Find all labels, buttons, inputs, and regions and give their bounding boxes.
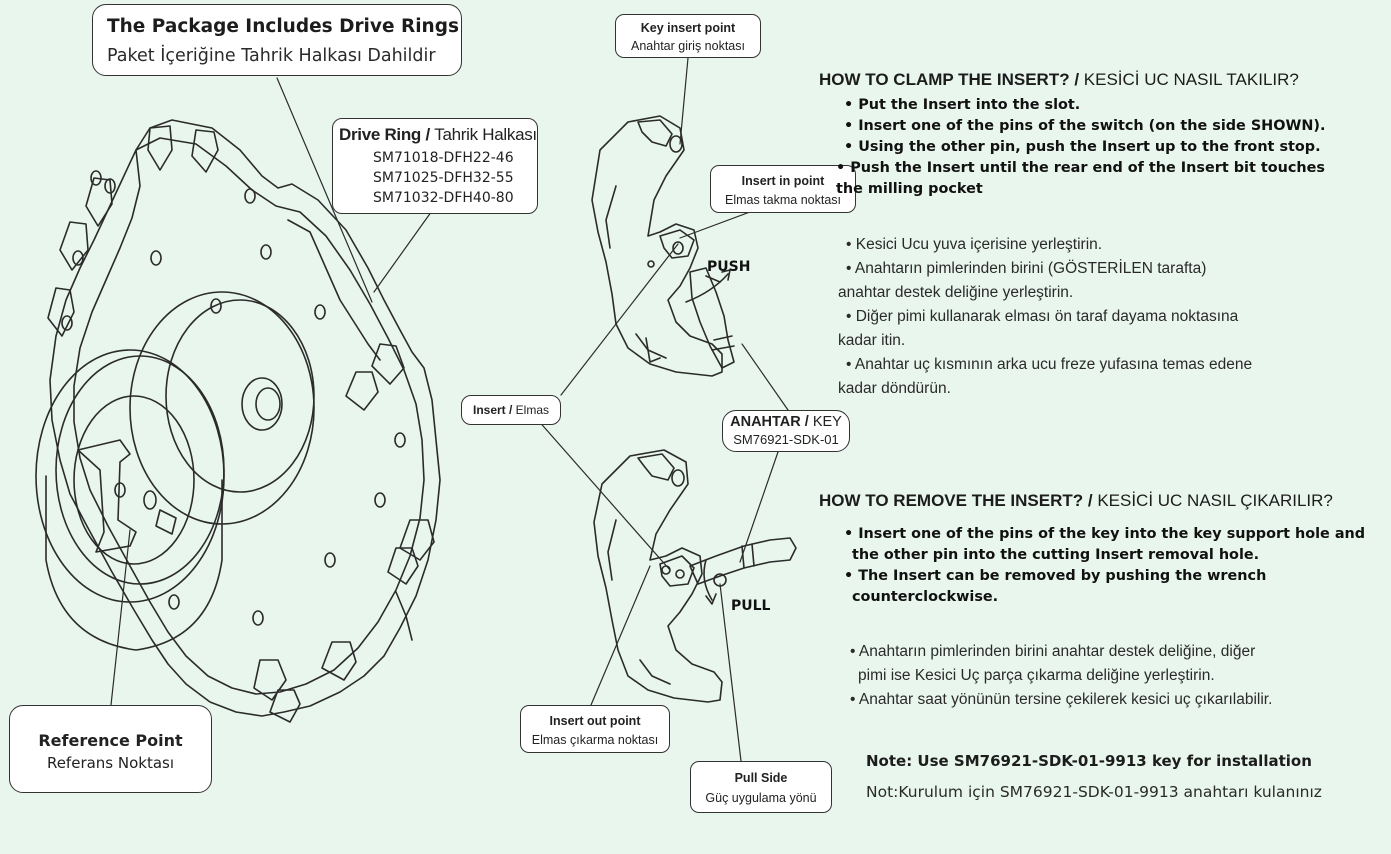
- clamp-step-en-5: the milling pocket: [836, 181, 983, 197]
- drive-ring-code-2: SM71025-DFH32-55: [373, 170, 514, 186]
- clamp-title-bold: HOW TO CLAMP THE INSERT? /: [819, 70, 1084, 89]
- clamp-step-en-1: • Put the Insert into the slot.: [844, 97, 1081, 113]
- key-insert-point-subtitle: Anahtar giriş noktası: [631, 39, 745, 53]
- clamp-title-light: KESİCİ UC NASIL TAKILIR?: [1083, 70, 1299, 89]
- clamp-step-tr-6: • Anahtar uç kısmının arka ucu freze yuf…: [846, 356, 1253, 373]
- clamp-step-tr-1: • Kesici Ucu yuva içerisine yerleştirin.: [846, 236, 1103, 253]
- drive-ring-code-1: SM71018-DFH22-46: [373, 150, 514, 166]
- pull-side-callout: Pull Side Güç uygulama yönü: [690, 761, 832, 813]
- note-tr: Not:Kurulum için SM76921-SDK-01-9913 ana…: [866, 783, 1322, 801]
- note-en: Note: Use SM76921-SDK-01-9913 key for in…: [866, 752, 1312, 770]
- insert-out-point-title: Insert out point: [549, 714, 641, 728]
- package-callout-subtitle: Paket İçeriğine Tahrik Halkası Dahildir: [107, 46, 436, 66]
- package-callout: The Package Includes Drive Rings Paket İ…: [92, 4, 462, 76]
- drive-ring-callout: Drive Ring / Tahrik Halkası SM71018-DFH2…: [332, 118, 538, 214]
- remove-title-bold: HOW TO REMOVE THE INSERT? /: [819, 491, 1098, 510]
- drive-ring-code-3: SM71032-DFH40-80: [373, 190, 514, 206]
- milling-cutter-drawing: [35, 119, 441, 723]
- reference-point-callout: Reference Point Referans Noktası: [9, 705, 212, 793]
- clamp-step-tr-5: kadar itin.: [838, 332, 906, 349]
- clamp-step-en-3: • Using the other pin, push the Insert u…: [844, 139, 1321, 155]
- insert-in-point-subtitle: Elmas takma noktası: [724, 193, 841, 207]
- key-label: ANAHTAR / KEY: [723, 414, 849, 430]
- leader-lines: [110, 57, 789, 762]
- clamp-step-tr-4: • Diğer pimi kullanarak elması ön taraf …: [846, 308, 1239, 325]
- insert-label-bold: Insert /: [472, 403, 516, 417]
- clamp-step-tr-3: anahtar destek deliğine yerleştirin.: [838, 284, 1074, 301]
- remove-step-tr-3: • Anahtar saat yönünün tersine çekilerek…: [850, 691, 1273, 708]
- key-label-light: KEY: [812, 414, 842, 430]
- reference-point-subtitle: Referans Noktası: [46, 754, 175, 772]
- insert-label-callout: Insert / Elmas: [461, 395, 561, 425]
- clamp-step-tr-7: kadar döndürün.: [838, 380, 951, 397]
- pull-side-title: Pull Side: [734, 771, 788, 785]
- remove-step-en-2: the other pin into the cutting Insert re…: [852, 547, 1260, 563]
- remove-step-tr-1: • Anahtarın pimlerinden birini anahtar d…: [850, 643, 1256, 660]
- insert-out-point-subtitle: Elmas çıkarma noktası: [531, 733, 659, 747]
- key-insert-point-title: Key insert point: [640, 21, 736, 35]
- remove-step-tr-2: pimi ise Kesici Uç parça çıkarma deliğin…: [858, 667, 1215, 684]
- push-label: PUSH: [707, 259, 751, 275]
- pull-side-subtitle: Güç uygulama yönü: [705, 791, 817, 805]
- drive-ring-title-bold: Drive Ring /: [339, 125, 435, 144]
- clamp-steps-en: • Put the Insert into the slot. • Insert…: [836, 95, 1326, 200]
- insert-in-point-callout: Insert in point Elmas takma noktası: [710, 165, 856, 213]
- remove-step-en-4: counterclockwise.: [852, 589, 999, 605]
- remove-title: HOW TO REMOVE THE INSERT? / KESİCİ UC NA…: [819, 491, 1333, 511]
- remove-step-en-3: • The Insert can be removed by pushing t…: [844, 568, 1267, 584]
- package-callout-title: The Package Includes Drive Rings: [107, 16, 459, 37]
- clamp-step-en-2: • Insert one of the pins of the switch (…: [844, 118, 1326, 134]
- key-label-bold: ANAHTAR /: [730, 414, 813, 430]
- clamp-step-en-4: • Push the Insert until the rear end of …: [836, 160, 1325, 176]
- key-label-code: SM76921-SDK-01: [733, 432, 839, 447]
- insert-in-point-title: Insert in point: [741, 174, 825, 188]
- remove-steps-en: • Insert one of the pins of the key into…: [844, 524, 1365, 608]
- drive-ring-title-light: Tahrik Halkası: [434, 125, 537, 144]
- key-label-callout: ANAHTAR / KEY SM76921-SDK-01: [722, 410, 850, 452]
- push-key-drawing: [591, 115, 735, 377]
- clamp-step-tr-2: • Anahtarın pimlerinden birini (GÖSTERİL…: [846, 260, 1207, 277]
- clamp-title: HOW TO CLAMP THE INSERT? / KESİCİ UC NAS…: [819, 70, 1299, 90]
- clamp-steps-tr: • Kesici Ucu yuva içerisine yerleştirin.…: [838, 233, 1253, 401]
- key-insert-point-callout: Key insert point Anahtar giriş noktası: [615, 14, 761, 58]
- insert-out-point-callout: Insert out point Elmas çıkarma noktası: [520, 705, 670, 753]
- remove-steps-tr: • Anahtarın pimlerinden birini anahtar d…: [850, 640, 1272, 712]
- insert-label-light: Elmas: [515, 403, 550, 417]
- reference-point-title: Reference Point: [38, 731, 183, 750]
- remove-title-light: KESİCİ UC NASIL ÇIKARILIR?: [1097, 491, 1333, 510]
- pull-label: PULL: [731, 598, 771, 614]
- drive-ring-title: Drive Ring / Tahrik Halkası: [339, 125, 537, 145]
- insert-label: Insert / Elmas: [462, 403, 560, 417]
- remove-step-en-1: • Insert one of the pins of the key into…: [844, 526, 1366, 542]
